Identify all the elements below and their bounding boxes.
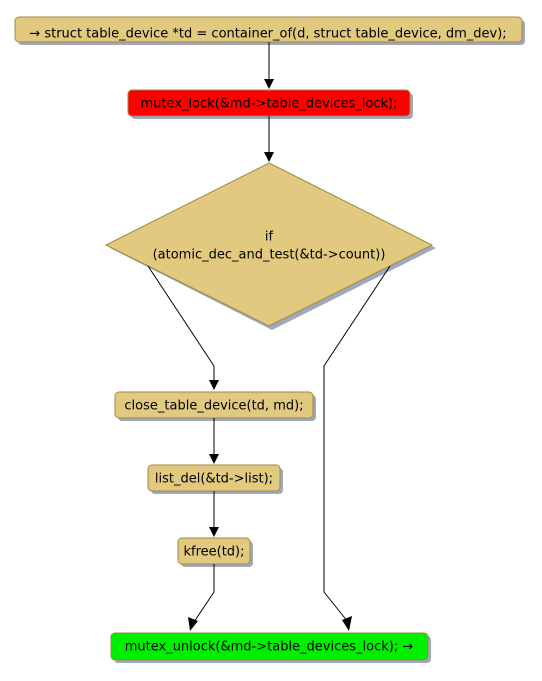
edge-decision-false-branch <box>323 265 391 631</box>
node-kfree-label: kfree(td); <box>183 545 244 560</box>
node-kfree: kfree(td); <box>177 537 253 567</box>
edge-lock-to-decision <box>264 116 274 162</box>
node-mutex-lock: mutex_lock(&md->table_devices_lock); <box>127 89 413 119</box>
node-mutex-unlock-label: mutex_unlock(&md->table_devices_lock); → <box>125 640 414 655</box>
edge-listdel-to-kfree <box>209 491 219 537</box>
decision-label-line2: (atomic_dec_and_test(&td->count)) <box>153 248 386 263</box>
edge-close-to-listdel <box>209 418 219 464</box>
node-list-del-label: list_del(&td->list); <box>155 472 273 487</box>
node-close-table-device-label: close_table_device(td, md); <box>124 399 303 414</box>
decision-diamond: if (atomic_dec_and_test(&td->count)) <box>104 162 436 330</box>
node-container-of: → struct table_device *td = container_of… <box>14 16 525 45</box>
node-mutex-unlock: mutex_unlock(&md->table_devices_lock); → <box>110 632 431 663</box>
node-mutex-lock-label: mutex_lock(&md->table_devices_lock); <box>140 97 397 112</box>
node-list-del: list_del(&td->list); <box>147 464 283 494</box>
edge-decision-true-branch <box>147 265 219 390</box>
edge-container-to-lock <box>264 42 274 89</box>
node-close-table-device: close_table_device(td, md); <box>114 391 316 421</box>
decision-label-line1: if <box>265 230 274 245</box>
node-container-of-label: → struct table_device *td = container_of… <box>29 27 506 42</box>
edge-kfree-to-unlock <box>188 564 215 631</box>
